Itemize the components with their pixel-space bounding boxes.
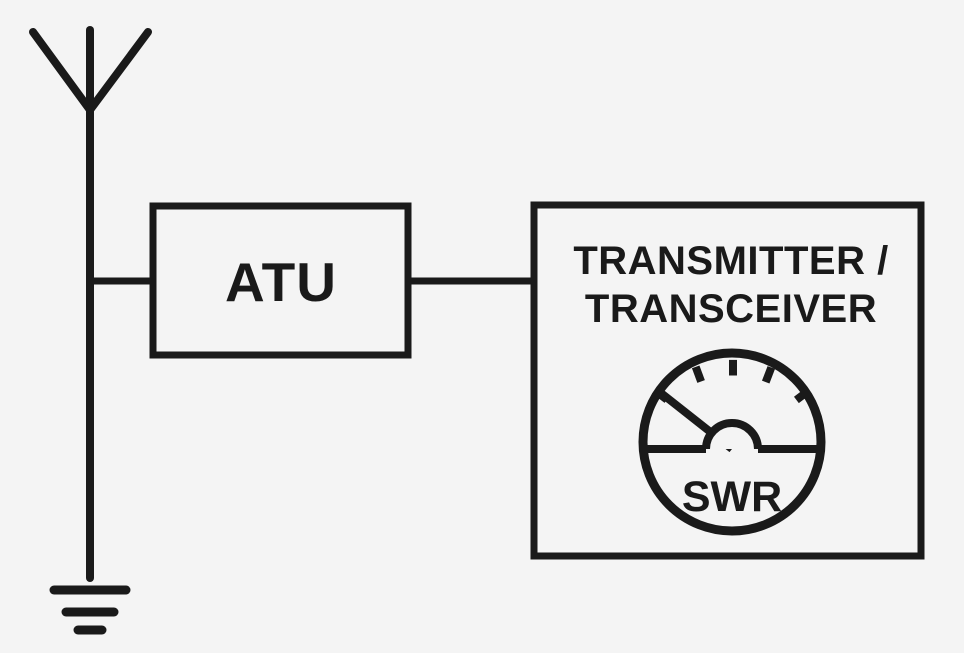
transmitter-block[interactable]: TRANSMITTER / TRANSCEIVER (530, 201, 925, 560)
transmitter-box[interactable] (530, 201, 925, 560)
antenna-left-arm (29, 28, 94, 114)
atu-box[interactable] (149, 202, 412, 359)
swr-meter-dial (638, 348, 826, 536)
swr-meter-label: SWR (682, 473, 782, 521)
antenna-right-arm (86, 28, 152, 114)
swr-tick-4 (761, 366, 776, 384)
earth-ground-icon (49, 585, 131, 635)
swr-meter[interactable]: SWR (638, 348, 826, 536)
atu-block[interactable]: ATU (149, 202, 412, 359)
swr-tick-5 (793, 387, 812, 404)
swr-meter-hub (702, 419, 762, 450)
atu-label: ATU (225, 251, 337, 313)
transmitter-label-line2: TRANSCEIVER (585, 287, 877, 331)
antenna (29, 26, 152, 582)
transmitter-label-line1: TRANSMITTER / (573, 239, 888, 283)
swr-tick-2 (691, 365, 705, 383)
